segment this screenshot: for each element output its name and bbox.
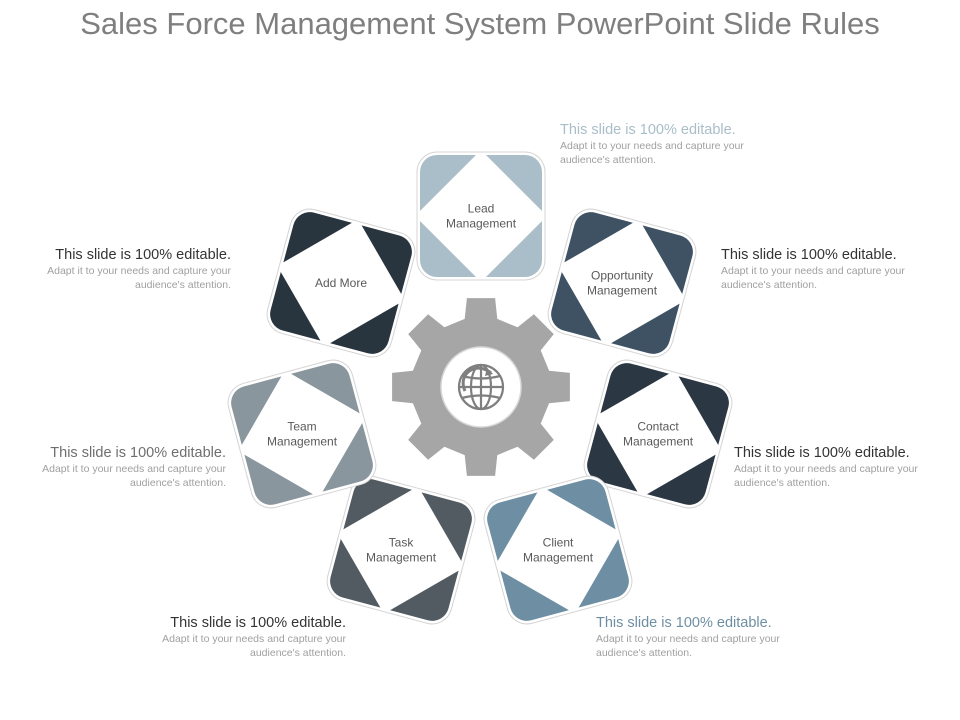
node-label: Client (543, 536, 574, 550)
node-diamond (417, 152, 545, 280)
callout-left-lower: This slide is 100% editable. Adapt it to… (0, 445, 226, 490)
node-label: Management (446, 217, 517, 231)
callout-body: Adapt it to your needs and capture your … (42, 463, 226, 489)
node-label: Contact (637, 420, 679, 434)
callout-heading: This slide is 100% editable. (734, 445, 910, 461)
callout-body: Adapt it to your needs and capture your … (560, 140, 744, 166)
node-diamond (279, 221, 403, 345)
page-title: Sales Force Management System PowerPoint… (80, 6, 880, 41)
node-label: Team (287, 420, 316, 434)
callout-heading: This slide is 100% editable. (721, 247, 897, 263)
node-diamond (240, 372, 364, 496)
callout-right-upper: This slide is 100% editable. Adapt it to… (721, 247, 951, 292)
center-gear (392, 298, 570, 476)
callout-bottom-right: This slide is 100% editable. Adapt it to… (596, 615, 826, 660)
callout-body: Adapt it to your needs and capture your … (721, 265, 905, 291)
callout-heading: This slide is 100% editable. (596, 615, 772, 631)
node-diamond (560, 221, 684, 345)
node-diamond (339, 488, 463, 612)
node-addmore: Add More (266, 208, 416, 358)
node-label: Management (623, 435, 694, 449)
callout-body: Adapt it to your needs and capture your … (47, 265, 231, 291)
node-label: Add More (315, 276, 367, 290)
node-group: LeadManagementOpportunityManagementConta… (227, 151, 733, 625)
callout-body: Adapt it to your needs and capture your … (734, 463, 918, 489)
node-label: Management (267, 435, 338, 449)
callout-heading: This slide is 100% editable. (170, 615, 346, 631)
callout-body: Adapt it to your needs and capture your … (162, 633, 346, 659)
callout-top: This slide is 100% editable. Adapt it to… (560, 122, 790, 167)
node-diamond (596, 372, 720, 496)
callout-heading: This slide is 100% editable. (55, 247, 231, 263)
node-label: Management (366, 551, 437, 565)
node-label: Management (587, 284, 658, 298)
callout-right-lower: This slide is 100% editable. Adapt it to… (734, 445, 960, 490)
node-label: Opportunity (591, 269, 653, 283)
node-label: Task (389, 536, 415, 550)
callout-bottom-left: This slide is 100% editable. Adapt it to… (116, 615, 346, 660)
callout-heading: This slide is 100% editable. (560, 122, 736, 138)
node-label: Lead (468, 202, 495, 216)
callout-left-upper: This slide is 100% editable. Adapt it to… (1, 247, 231, 292)
callout-body: Adapt it to your needs and capture your … (596, 633, 780, 659)
node-label: Management (523, 551, 594, 565)
globe-icon (457, 363, 505, 411)
node-diamond (496, 488, 620, 612)
callout-heading: This slide is 100% editable. (50, 445, 226, 461)
